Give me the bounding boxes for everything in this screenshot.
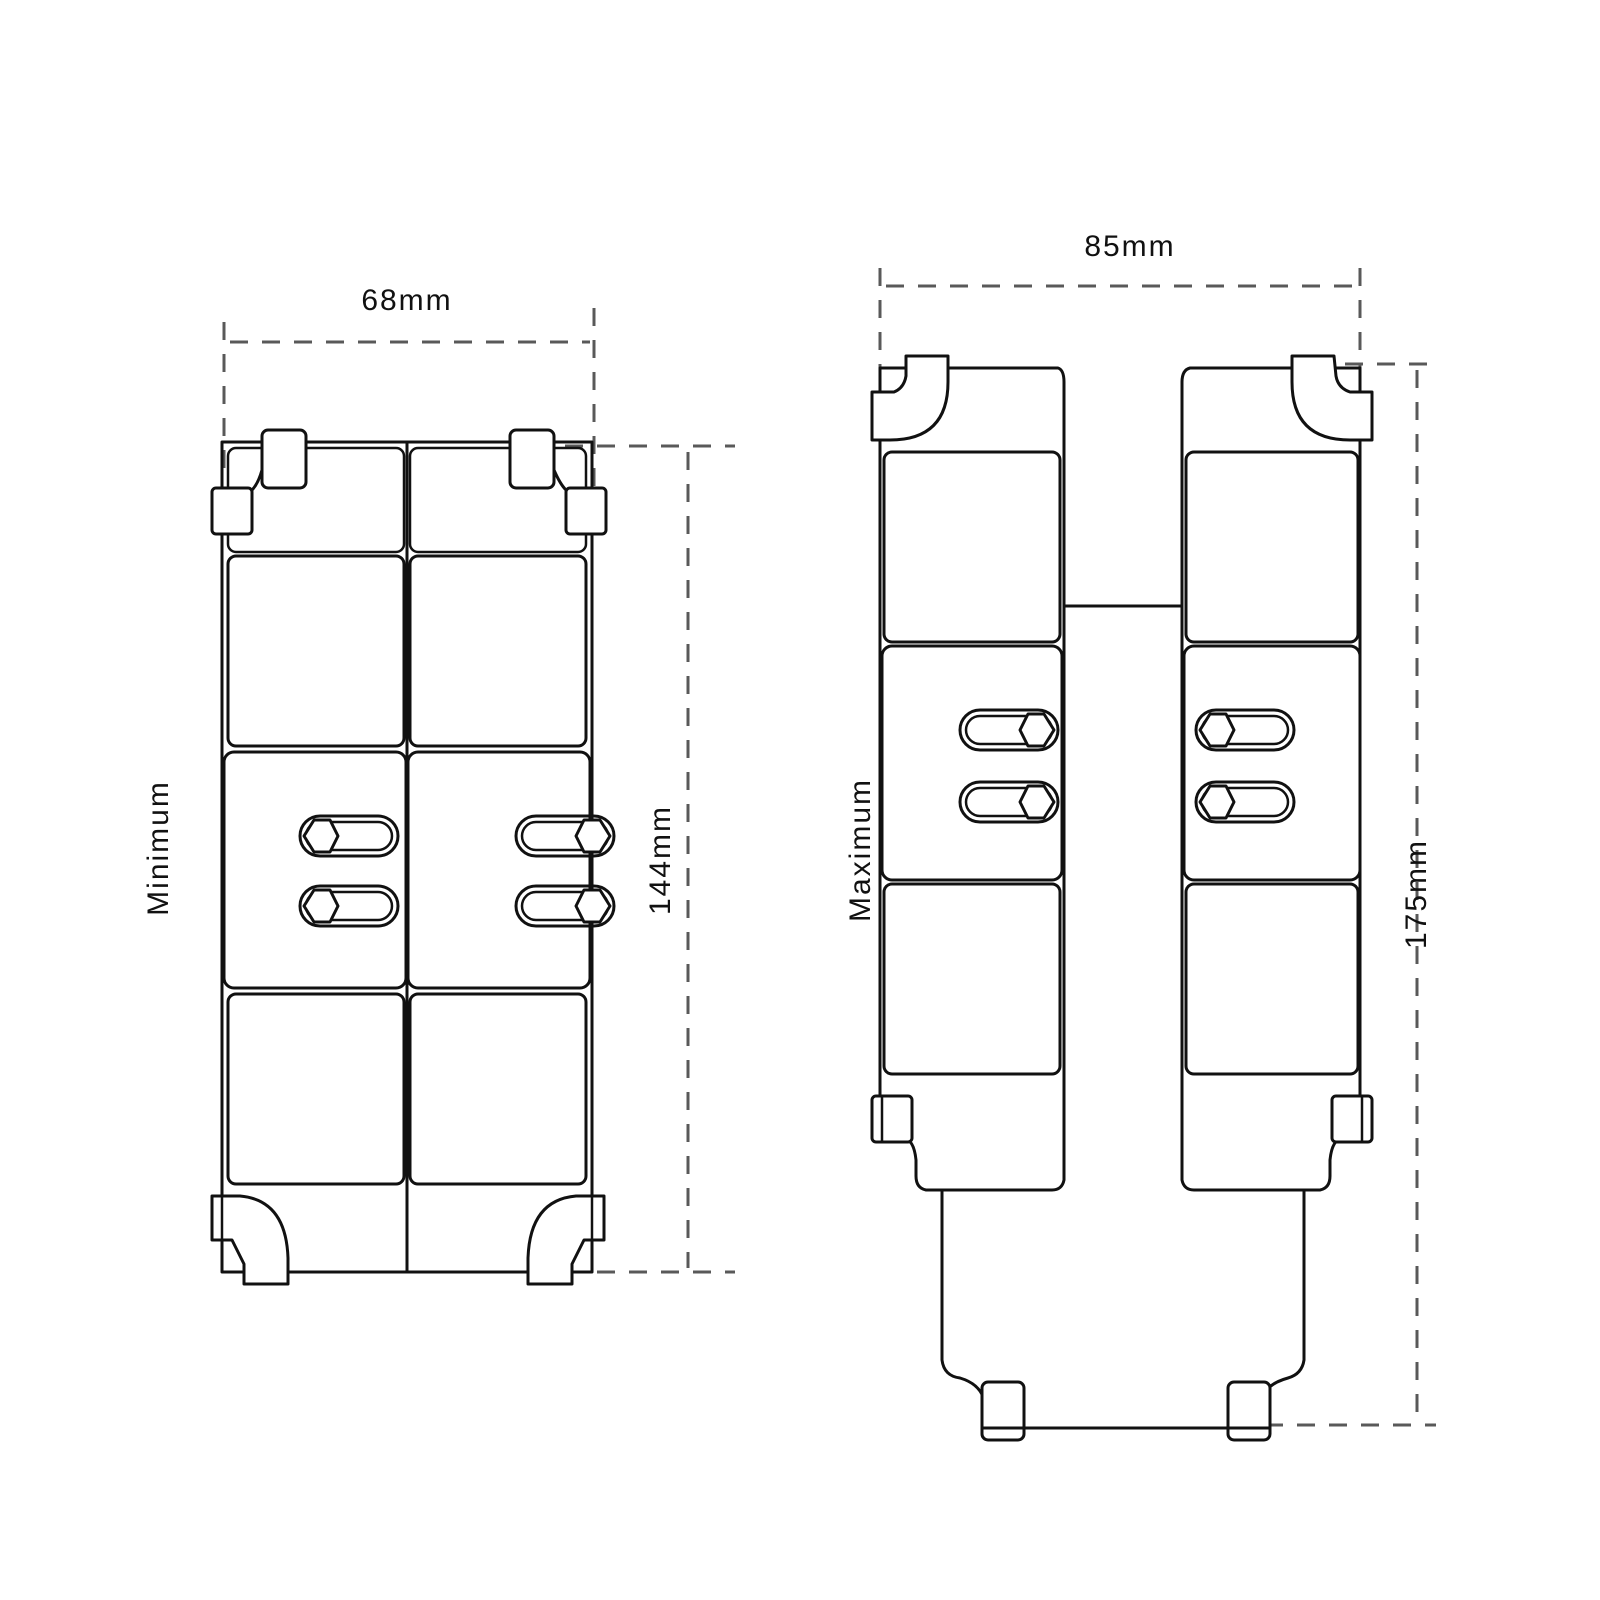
- minimum-configuration: 68mm 144mm Minimum: [142, 284, 735, 1286]
- minimum-width-dimension: [222, 308, 596, 490]
- minimum-height-dimension: [565, 444, 735, 1274]
- maximum-height-dimension: [1265, 362, 1436, 1427]
- minimum-width-label: 68mm: [361, 284, 452, 317]
- slider-switch-icon: [298, 814, 616, 928]
- maximum-configuration: 85mm 175mm Maximum: [844, 230, 1436, 1442]
- maximum-label: Maximum: [844, 778, 877, 922]
- maximum-width-dimension: [878, 268, 1362, 420]
- slider-switch-icon: [958, 708, 1296, 824]
- maximum-width-label: 85mm: [1084, 230, 1175, 263]
- minimum-height-label: 144mm: [644, 805, 677, 915]
- minimum-label: Minimum: [142, 780, 175, 916]
- maximum-height-label: 175mm: [1400, 839, 1433, 949]
